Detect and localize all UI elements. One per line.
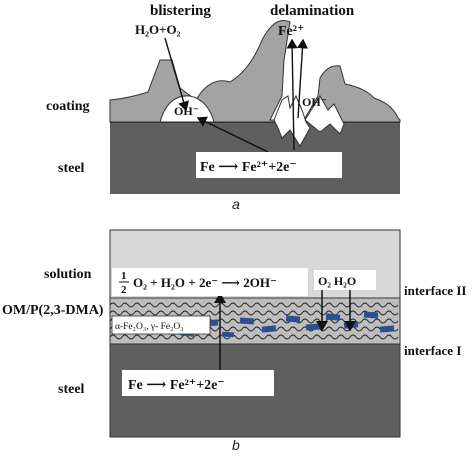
label-anodic: Fe ⟶ Fe²⁺+2e⁻ bbox=[128, 378, 225, 393]
label-species: O₂ H₂O bbox=[318, 274, 356, 288]
label-reactants: H₂O+O₂ bbox=[135, 22, 181, 37]
panel-a: blistering H₂O+O₂ delamination Fe²⁺ OH⁻ … bbox=[46, 3, 401, 212]
species-box bbox=[314, 270, 376, 290]
label-oh-left: OH⁻ bbox=[174, 104, 199, 118]
label-delamination: delamination bbox=[270, 3, 355, 19]
oxides-box bbox=[111, 315, 211, 335]
label-cathodic: O₂ + H₂O + 2e⁻ ⟶ 2OH⁻ bbox=[133, 275, 277, 290]
caption-a: a bbox=[232, 196, 240, 212]
label-oh-right: OH⁻ bbox=[302, 95, 327, 109]
label-blistering: blistering bbox=[150, 3, 211, 19]
delamination-crack bbox=[273, 94, 311, 147]
label-interface-top: interface II bbox=[404, 283, 466, 298]
label-fraction-num: 1 bbox=[121, 270, 127, 282]
label-solution: solution bbox=[44, 267, 92, 282]
label-fraction-den: 2 bbox=[121, 284, 127, 296]
label-interface-bottom: interface I bbox=[404, 343, 461, 358]
reaction-box-cathodic bbox=[112, 268, 308, 296]
label-steel-b: steel bbox=[58, 382, 85, 397]
panel-b: 1 2 O₂ + H₂O + 2e⁻ ⟶ 2OH⁻ O₂ H₂O α-Fe₂O₃… bbox=[2, 229, 466, 453]
label-om-layer: OM/P(2,3-DMA) bbox=[2, 303, 104, 318]
label-reaction-a: Fe ⟶ Fe²⁺+2e⁻ bbox=[200, 160, 297, 175]
label-fe-ion: Fe²⁺ bbox=[278, 24, 304, 39]
caption-b: b bbox=[232, 437, 240, 453]
reaction-box-anodic bbox=[122, 370, 274, 396]
reaction-box-a bbox=[196, 152, 342, 178]
label-oxides: α-Fe₂O₃, γ- Fe₂O₃ bbox=[115, 322, 184, 332]
label-coating: coating bbox=[46, 99, 90, 114]
label-steel-a: steel bbox=[58, 161, 85, 176]
